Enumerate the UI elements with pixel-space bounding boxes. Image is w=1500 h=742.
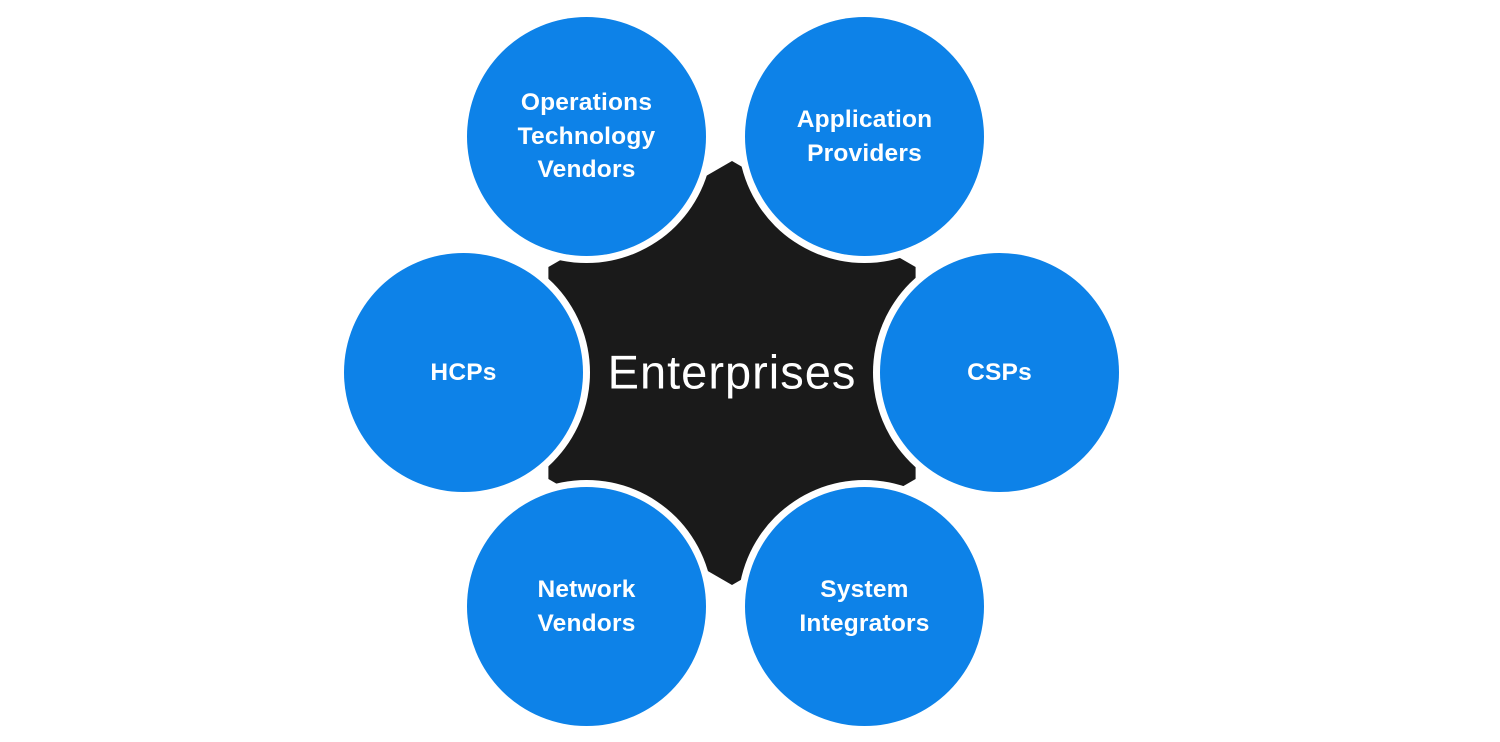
node-label-network-vendors: Network Vendors — [537, 575, 636, 637]
node-csps: CSPs — [880, 253, 1119, 492]
node-hcps: HCPs — [344, 253, 583, 492]
node-network-vendors: Network Vendors — [467, 487, 706, 726]
node-label-hcps: HCPs — [430, 358, 497, 386]
node-operations-technology-vendors: Operations Technology Vendors — [467, 17, 706, 256]
node-label-csps: CSPs — [967, 358, 1032, 386]
node-application-providers: Application Providers — [745, 17, 984, 256]
node-label-system-integrators: System Integrators — [799, 575, 930, 637]
node-system-integrators: System Integrators — [745, 487, 984, 726]
node-label-application-providers: Application Providers — [796, 105, 933, 167]
node-label-operations-technology-vendors: Operations Technology Vendors — [517, 88, 656, 184]
hub-label-enterprises: Enterprises — [607, 345, 857, 399]
enterprises-hub-hexagon — [548, 161, 916, 585]
